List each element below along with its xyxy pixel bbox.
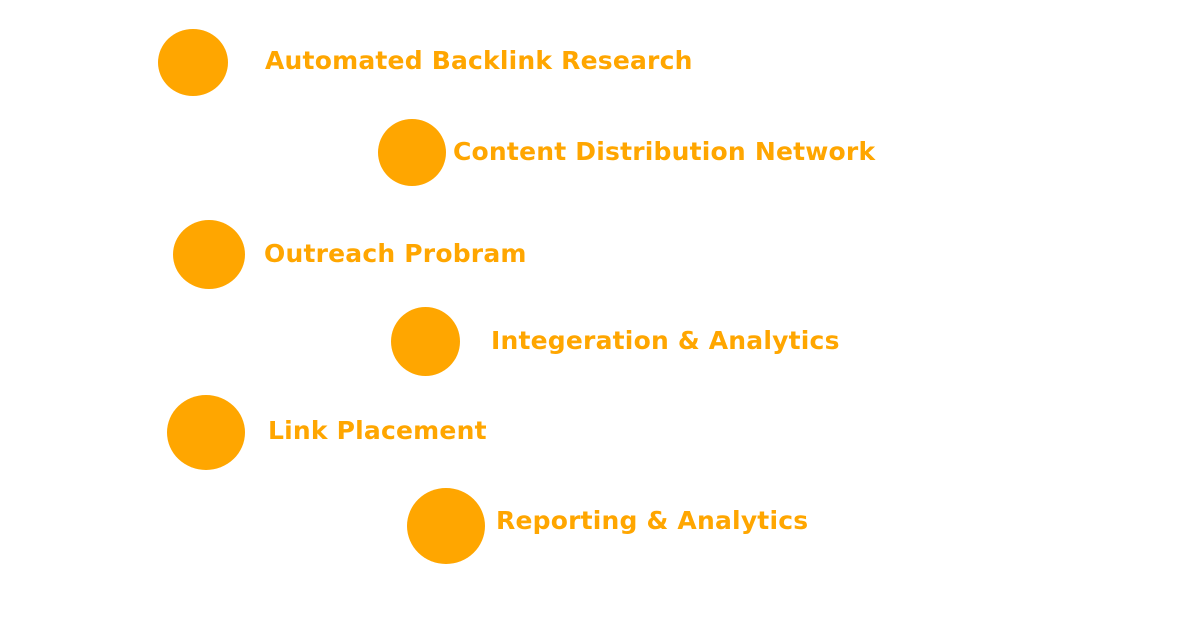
step-label: Link Placement (268, 416, 487, 445)
circle-bullet-icon (158, 29, 228, 96)
step-label: Automated Backlink Research (265, 46, 693, 75)
circle-bullet-icon (407, 488, 485, 564)
step-label: Reporting & Analytics (496, 506, 809, 535)
circle-bullet-icon (391, 307, 460, 376)
circle-bullet-icon (173, 220, 245, 289)
circle-bullet-icon (167, 395, 245, 470)
step-label: Content Distribution Network (453, 137, 876, 166)
step-label: Integeration & Analytics (491, 326, 840, 355)
circle-bullet-icon (378, 119, 446, 186)
step-label: Outreach Probram (264, 239, 527, 268)
